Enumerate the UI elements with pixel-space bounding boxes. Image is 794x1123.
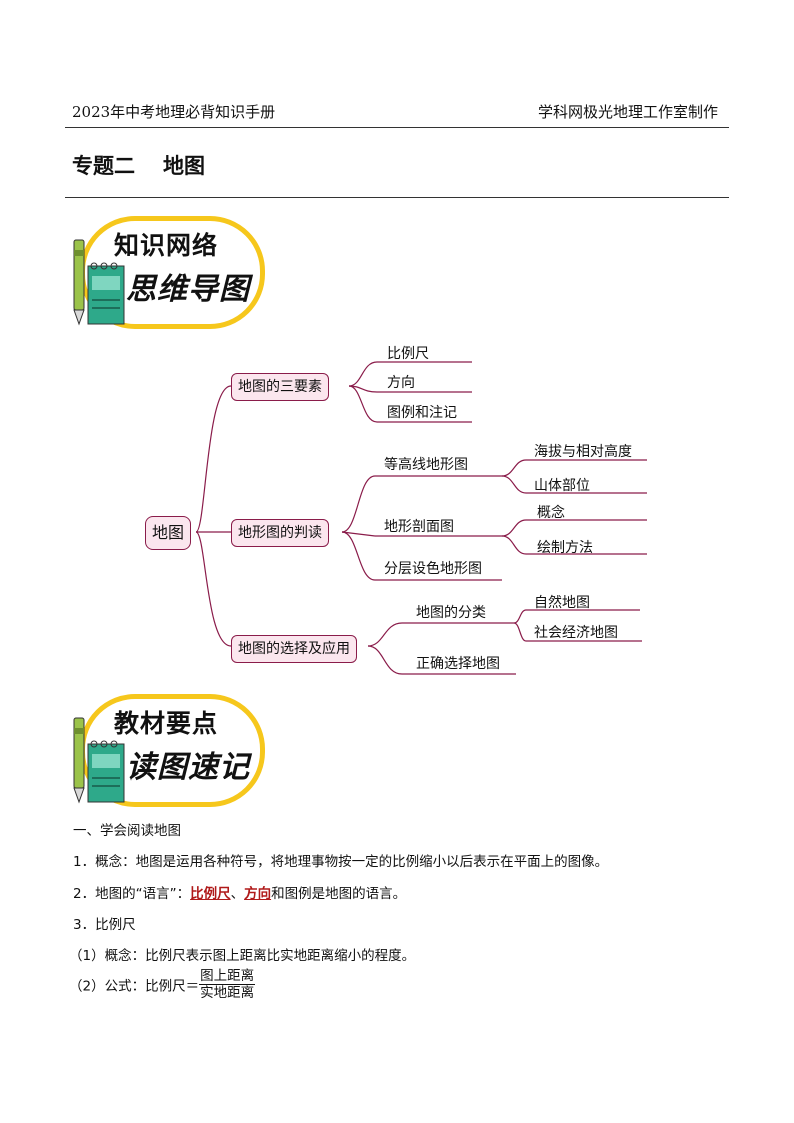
sub-layered-map: 分层设色地形图 [384,561,482,577]
paragraph-map-language: 2．地图的“语言”：比例尺、方向和图例是地图的语言。 [73,882,406,902]
leaf-natural-map: 自然地图 [534,595,590,611]
notebook-pen-icon [73,717,125,804]
leaf-legend: 图例和注记 [387,405,457,421]
fraction-numerator: 图上距离 [199,968,256,985]
title-rule [65,197,729,198]
paragraph-scale-formula: （2）公式：比例尺＝图上距离实地距离 [69,968,256,1001]
header-left: 2023年中考地理必背知识手册 [72,103,276,121]
leaf-socioeconomic-map: 社会经济地图 [534,625,618,641]
sub-map-classification: 地图的分类 [416,605,486,621]
highlight-direction: 方向 [244,886,272,902]
page-title: 专题二 地图 [72,150,205,180]
sub-choose-map: 正确选择地图 [416,656,500,672]
mindmap-connectors [195,361,647,675]
text: 、 [230,886,245,902]
leaf-scale: 比例尺 [387,346,429,362]
title-part1: 专题二 [72,154,135,178]
highlight-scale: 比例尺 [190,886,231,902]
formula-label: （2）公式：比例尺＝ [69,978,200,995]
leaf-direction: 方向 [387,375,415,391]
text: 和图例是地图的语言。 [271,886,407,902]
banner-line2: 思维导图 [126,272,250,307]
fraction-denominator: 实地距离 [200,985,255,1001]
title-part2: 地图 [163,154,205,178]
mindmap-root: 地图 [145,516,192,550]
banner-line1: 知识网络 [114,231,219,260]
notebook-pen-icon [73,239,125,326]
banner-line2: 读图速记 [126,750,250,785]
banner-knowledge-network: 知识网络 思维导图 [68,214,268,329]
leaf-mountain-parts: 山体部位 [534,478,590,494]
branch-map-selection: 地图的选择及应用 [231,635,357,663]
leaf-draw-method: 绘制方法 [537,540,593,556]
banner-textbook-points: 教材要点 读图速记 [68,692,268,807]
leaf-altitude: 海拔与相对高度 [534,444,632,460]
branch-terrain-reading: 地形图的判读 [231,519,329,547]
leaf-concept: 概念 [537,505,565,521]
paragraph-scale-concept: （1）概念：比例尺表示图上距离比实地距离缩小的程度。 [69,948,416,964]
header-right: 学科网极光地理工作室制作 [537,103,718,121]
sub-contour-map: 等高线地形图 [384,457,468,473]
paragraph-concept: 1．概念：地图是运用各种符号，将地理事物按一定的比例缩小以后表示在平面上的图像。 [73,854,609,870]
header-rule [65,127,729,128]
paragraph-scale-heading: 3．比例尺 [73,917,136,933]
sub-profile-map: 地形剖面图 [384,519,454,535]
formula-fraction: 图上距离实地距离 [199,968,256,1001]
text: 2．地图的“语言”： [73,886,191,902]
section-heading: 一、学会阅读地图 [73,823,181,839]
banner-line1: 教材要点 [114,709,219,738]
branch-map-elements: 地图的三要素 [231,373,329,401]
